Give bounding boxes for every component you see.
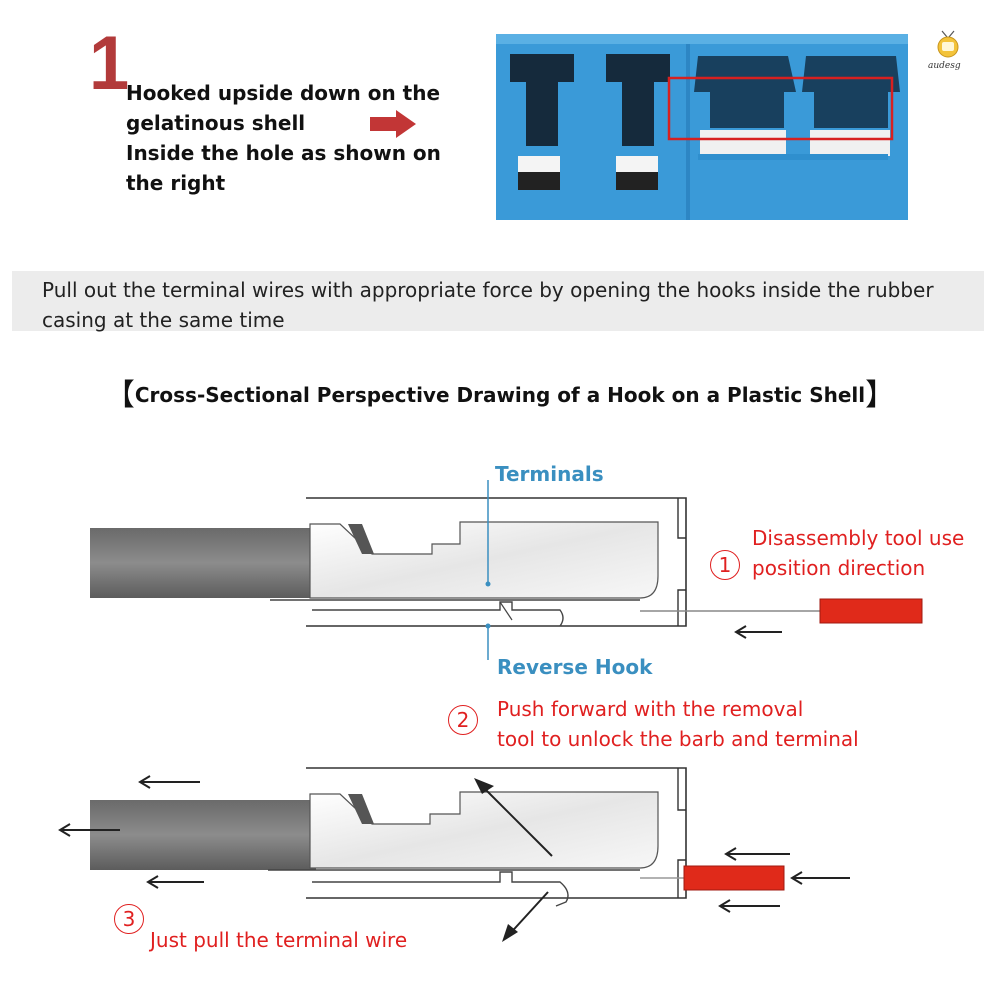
t-slot [510,54,670,146]
step-3-line: Just pull the terminal wire [150,928,408,952]
heading-open-bracket: 【 [104,378,135,413]
section-heading: 【Cross-Sectional Perspective Drawing of … [0,370,1000,414]
step-3-text: Just pull the terminal wire [150,925,407,955]
cross-section-diagram-1 [90,480,923,660]
heading-text: Cross-Sectional Perspective Drawing of a… [134,383,866,407]
arrow-right-icon [370,110,416,138]
reverse-hook-label: Reverse Hook [497,655,653,679]
step-2-line: Push forward with the removal [497,697,804,721]
logo-text: audesg [928,61,961,71]
connector-photo [496,34,908,220]
step-1-line: Disassembly tool use [752,526,965,550]
heading-close-bracket: 】 [865,378,896,413]
step1-line: gelatinous shell [126,111,306,135]
step1-text: Hooked upside down on the gelatinous she… [126,78,466,198]
instruction-bar [12,271,984,331]
cross-section-diagram-2 [58,767,850,942]
instruction-text: Pull out the terminal wires with appropr… [42,278,934,332]
step1-line: Inside the hole as shown on [126,141,441,165]
step-1-text: Disassembly tool use position direction [752,523,964,583]
step-number-large: 1 [89,21,130,106]
step-2-text: Push forward with the removal tool to un… [497,694,859,754]
step1-line: Hooked upside down on the [126,81,441,105]
terminals-label: Terminals [495,462,604,486]
tv-logo-icon [937,30,959,58]
step1-line: the right [126,171,226,195]
step-1-number: 1 [710,550,740,580]
step-3-number: 3 [114,904,144,934]
step-1-line: position direction [752,556,926,580]
step-2-number: 2 [448,705,478,735]
step-2-line: tool to unlock the barb and terminal [497,727,859,751]
